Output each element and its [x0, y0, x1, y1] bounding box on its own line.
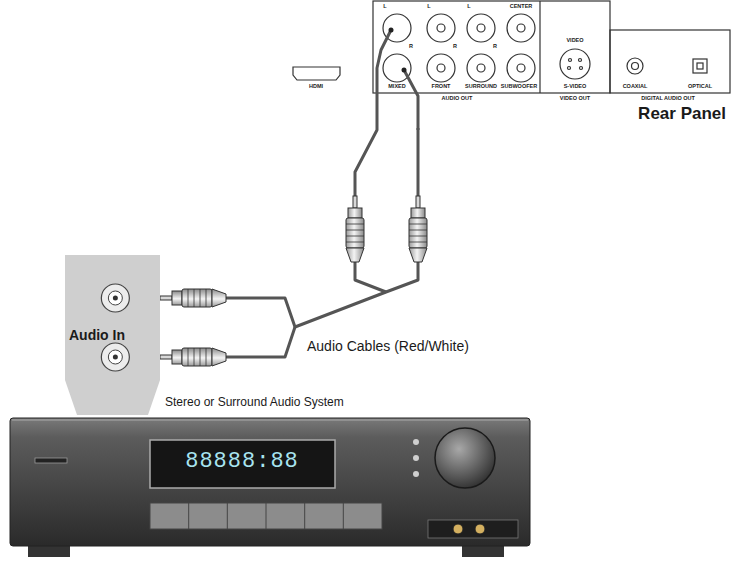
node-text: Audio In	[69, 327, 125, 343]
port-label: HDMI	[309, 84, 323, 90]
receiver-unit	[428, 520, 518, 538]
rear-panel	[539, 1, 540, 93]
rear-panel	[437, 64, 445, 72]
rear-panel	[627, 58, 643, 74]
receiver-unit	[266, 503, 267, 529]
rear-panel	[477, 64, 485, 72]
display-readout: 88888:88	[185, 451, 299, 473]
channel-label: L	[427, 4, 430, 10]
receiver-unit	[413, 439, 419, 445]
group-label: AUDIO OUT	[442, 96, 473, 102]
rear-panel	[697, 63, 703, 69]
jack-contact	[389, 28, 394, 33]
rca-jack	[101, 284, 129, 312]
callout-shape	[65, 255, 160, 415]
rca-jack	[101, 284, 129, 312]
channel-label: L	[467, 4, 470, 10]
rear-panel	[517, 24, 525, 32]
receiver-unit	[304, 503, 305, 529]
channel-label: L	[383, 4, 386, 10]
rear-panel	[477, 24, 485, 32]
receiver-unit	[453, 524, 463, 534]
receiver-unit	[10, 418, 530, 546]
rca-jack	[113, 355, 118, 360]
rear-panel	[579, 59, 582, 62]
rca-plug	[160, 289, 226, 307]
rear-panel	[427, 14, 455, 42]
channel-label: CENTER	[510, 4, 533, 10]
rca-jack	[108, 291, 122, 305]
audio-cable	[226, 327, 295, 357]
channel-label: R	[409, 44, 413, 50]
receiver-unit	[150, 440, 335, 488]
port-label: COAXIAL	[623, 84, 648, 90]
audio-cable	[404, 70, 418, 130]
panel-heading-box: Rear Panel	[372, 0, 732, 128]
receiver-unit	[227, 503, 228, 529]
rear-panel	[610, 30, 730, 93]
receiver-unit	[475, 524, 485, 534]
channel-label: R	[453, 44, 457, 50]
receiver-unit	[188, 503, 189, 529]
audio-cable	[160, 128, 418, 327]
audio-cable	[355, 30, 391, 198]
rear-panel	[517, 64, 525, 72]
rear-panel	[373, 1, 730, 93]
port-label: S-VIDEO	[564, 84, 587, 90]
cable-label: Audio Cables (Red/White)	[305, 338, 471, 354]
rca-jack	[101, 343, 129, 371]
rear-panel	[632, 63, 639, 70]
node-text: Stereo or Surround Audio System	[165, 396, 344, 410]
group-label: DIGITAL AUDIO OUT	[641, 96, 695, 102]
rear-panel	[427, 54, 455, 82]
node-text: Rear Panel	[638, 104, 726, 124]
receiver-unit	[12, 420, 528, 421]
port-label: MIXED	[388, 84, 405, 90]
port-label: OPTICAL	[688, 84, 712, 90]
rca-jack	[101, 343, 129, 371]
rear-panel	[507, 14, 535, 42]
rear-panel	[568, 67, 571, 70]
port-label: VIDEO	[566, 38, 583, 44]
rear-panel	[580, 67, 583, 70]
port-label: FRONT	[432, 84, 451, 90]
audio-cable	[355, 262, 386, 292]
rear-panel	[437, 24, 445, 32]
receiver-unit	[413, 455, 419, 461]
rear-panel	[569, 59, 572, 62]
hdmi-port	[293, 67, 340, 80]
port-label: SUBWOOFER	[501, 84, 537, 90]
audio-in-callout: Audio In	[65, 255, 160, 415]
rca-plug	[409, 196, 427, 262]
jack-contact	[402, 68, 407, 73]
receiver-unit	[343, 503, 344, 529]
rca-plug	[160, 348, 226, 366]
rear-panel	[467, 54, 495, 82]
audio-cable	[226, 30, 418, 357]
receiver-unit	[435, 428, 495, 488]
receiver-unit	[10, 418, 530, 557]
receiver-unit	[413, 471, 419, 477]
group-label: VIDEO OUT	[560, 96, 590, 102]
receiver-unit	[150, 503, 382, 529]
rca-plug	[346, 196, 364, 262]
port-label: SURROUND	[465, 84, 497, 90]
receiver-unit	[35, 458, 67, 463]
rear-panel	[693, 59, 707, 73]
channel-label: R	[493, 44, 497, 50]
rca-jack	[113, 296, 118, 301]
rear-panel	[467, 14, 495, 42]
rca-jack	[108, 350, 122, 364]
rear-panel	[560, 49, 590, 79]
rear-panel	[507, 54, 535, 82]
